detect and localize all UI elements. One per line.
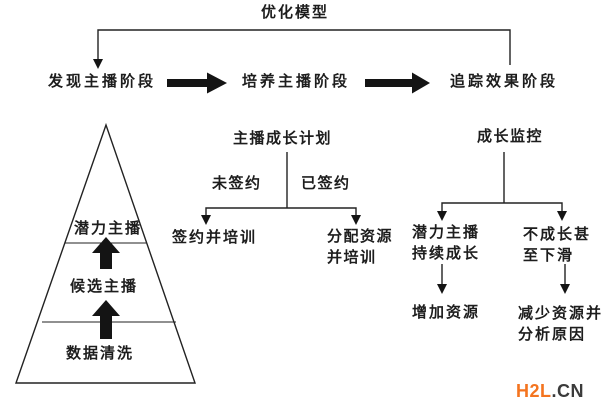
monitoring-title: 成长监控: [477, 129, 544, 145]
arrow-down-icon: [437, 284, 447, 294]
arrow-down-icon: [201, 215, 211, 225]
pyramid-level-label-middle: 候选主播: [70, 279, 139, 295]
thick-arrow-up-icon: [92, 300, 120, 339]
arrow-down-icon: [557, 211, 567, 221]
pyramid-level-label-top: 潜力主播: [74, 221, 143, 237]
pyramid-level-label-bottom: 数据清洗: [66, 346, 135, 362]
arrow-down-icon: [437, 211, 447, 221]
stage-label-discover: 发现主播阶段: [48, 74, 157, 90]
branch-outcome-allocate-train: 分配资源并培训: [327, 229, 394, 266]
watermark-rest: .CN: [551, 381, 585, 401]
monitoring-condition-growing: 潜力主播持续成长: [412, 225, 481, 262]
watermark-accent: H2L: [516, 381, 552, 401]
branch-condition-unsigned: 未签约: [212, 176, 262, 192]
branch-condition-signed: 已签约: [301, 176, 351, 192]
arrow-down-icon: [93, 59, 103, 69]
monitoring-branch-connector: [437, 152, 567, 221]
watermark: H2L.CN: [516, 381, 584, 402]
growth-plan-branch-connector: [201, 152, 361, 225]
branch-outcome-sign-train: 签约并培训: [172, 230, 258, 246]
arrow-down-icon: [560, 284, 570, 294]
monitoring-action-reduce: 减少资源并分析原因: [518, 306, 604, 343]
action-arrow-down: [437, 264, 447, 294]
arrow-down-icon: [351, 215, 361, 225]
thick-arrow-up-icon: [92, 237, 120, 269]
stage-label-track: 追踪效果阶段: [450, 74, 559, 90]
growth-plan-title: 主播成长计划: [233, 131, 333, 147]
feedback-loop-arrow: [93, 29, 511, 69]
thick-arrow-right-icon: [167, 72, 227, 94]
action-arrow-down: [560, 264, 570, 294]
feedback-label: 优化模型: [261, 5, 330, 21]
monitoring-condition-declining: 不成长甚至下滑: [523, 227, 592, 264]
stage-label-cultivate: 培养主播阶段: [242, 74, 351, 90]
monitoring-action-increase: 增加资源: [412, 305, 481, 321]
thick-arrow-right-icon: [365, 72, 430, 94]
